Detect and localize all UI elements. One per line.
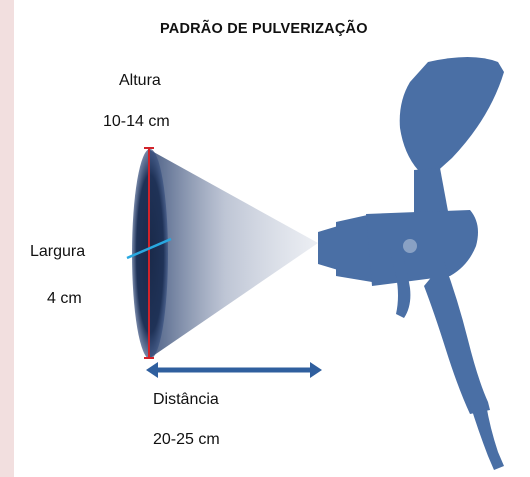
width-label: Largura bbox=[30, 243, 86, 260]
distance-value: 20-25 cm bbox=[153, 431, 220, 448]
distance-arrow bbox=[146, 362, 322, 378]
height-label: Altura bbox=[119, 72, 161, 89]
spray-gun-icon bbox=[318, 57, 504, 470]
width-value: 4 cm bbox=[47, 290, 82, 307]
trigger-pivot bbox=[403, 239, 417, 253]
spray-cone bbox=[150, 150, 318, 358]
height-value: 10-14 cm bbox=[103, 113, 170, 130]
diagram-title: PADRÃO DE PULVERIZAÇÃO bbox=[160, 21, 368, 37]
width-indicator-line bbox=[126, 237, 172, 260]
height-indicator-line bbox=[144, 147, 154, 359]
distance-label: Distância bbox=[153, 391, 219, 408]
